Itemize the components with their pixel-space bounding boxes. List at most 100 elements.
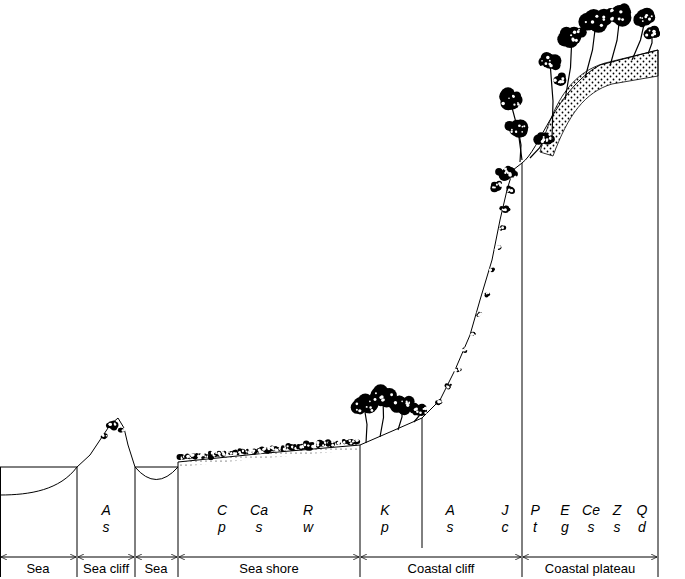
leaf-clump: [319, 441, 325, 447]
leaf-clump: [493, 182, 499, 188]
leaf-gap: [199, 455, 202, 458]
leaf-clump: [493, 182, 498, 187]
zone-divider: [178, 462, 179, 577]
foliage: [553, 73, 566, 86]
leaf-gap: [572, 38, 575, 41]
leaf-clump: [177, 454, 183, 460]
leaf-gap: [471, 333, 474, 336]
vegetation: [101, 3, 660, 460]
leaf-clump: [471, 332, 475, 336]
foliage: [506, 186, 515, 195]
foliage: [285, 443, 296, 451]
leaf-clump: [290, 445, 296, 451]
foliage: [257, 446, 265, 453]
leaf-gap: [595, 15, 598, 18]
leaf-gap: [122, 429, 124, 431]
leaf-clump: [185, 453, 189, 457]
leaf-clump: [221, 451, 226, 456]
leaf-clump: [251, 450, 254, 453]
leaf-gap: [653, 30, 656, 33]
zone-bar: [1, 557, 657, 558]
species-abbreviation: Q d: [637, 502, 648, 536]
foliage: [538, 52, 561, 70]
leaf-gap: [498, 182, 501, 185]
leaf-gap: [286, 445, 288, 447]
leaf-gap: [578, 29, 580, 31]
leaf-gap: [470, 333, 473, 336]
leaf-gap: [489, 269, 492, 272]
leaf-gap: [262, 448, 265, 451]
leaf-gap: [464, 347, 467, 350]
zone-label: Coastal plateau: [544, 561, 636, 576]
leaf-clump: [203, 454, 206, 457]
leaf-clump: [462, 348, 466, 352]
leaf-gap: [494, 186, 496, 188]
zone-span: [523, 557, 657, 558]
zone-dividers: [1, 50, 659, 577]
foliage: [495, 245, 502, 251]
leaf-gap: [652, 30, 655, 33]
leaf-gap: [543, 136, 545, 138]
leaf-clump: [650, 26, 659, 35]
leaf-clump: [557, 32, 571, 46]
leaf-gap: [331, 441, 334, 444]
leaf-clump: [410, 405, 417, 412]
leaf-gap: [512, 95, 515, 98]
leaf-gap: [394, 401, 397, 404]
leaf-gap: [355, 439, 358, 442]
leaf-gap: [522, 126, 524, 128]
leaf-gap: [610, 9, 613, 12]
shore-sand: [180, 445, 358, 467]
foliage: [345, 439, 354, 445]
leaf-clump: [382, 388, 391, 397]
rock-layer: [540, 50, 658, 156]
leaf-gap: [504, 208, 507, 211]
leaf-gap: [187, 455, 190, 458]
leaf-gap: [496, 184, 498, 186]
sea-cliff-outline: [77, 418, 135, 467]
leaf-gap: [390, 393, 393, 396]
leaf-gap: [603, 18, 606, 21]
leaf-gap: [219, 454, 221, 456]
leaf-gap: [577, 30, 580, 33]
foliage: [483, 291, 490, 297]
leaf-gap: [419, 411, 422, 414]
leaf-gap: [316, 441, 320, 445]
zone-divider: [0, 467, 1, 577]
foliage: [490, 181, 502, 192]
leaf-gap: [332, 444, 334, 446]
leaf-gap: [504, 172, 506, 174]
leaf-gap: [548, 133, 551, 136]
cliff-outline: [360, 163, 522, 445]
foliage: [606, 3, 631, 26]
leaf-gap: [504, 167, 507, 170]
leaf-gap: [401, 401, 403, 403]
leaf-gap: [561, 77, 564, 80]
foliage: [454, 367, 462, 372]
leaf-clump: [450, 384, 452, 386]
leaf-gap: [248, 449, 250, 451]
leaf-gap: [513, 104, 515, 106]
leaf-gap: [483, 294, 485, 296]
leaf-gap: [350, 442, 352, 444]
foliage: [499, 87, 522, 110]
leaf-clump: [508, 187, 514, 193]
leaf-gap: [648, 18, 651, 21]
leaf-gap: [642, 20, 644, 22]
leaf-clump: [507, 208, 511, 212]
leaf-gap: [353, 440, 355, 442]
leaf-gap: [190, 454, 193, 457]
leaf-gap: [271, 446, 274, 449]
leaf-gap: [549, 60, 551, 62]
leaf-gap: [618, 17, 621, 20]
leaf-gap: [259, 450, 263, 454]
leaf-gap: [307, 444, 309, 446]
foliage: [237, 448, 246, 454]
leaf-gap: [502, 227, 504, 229]
sea-surface: [135, 467, 178, 468]
leaf-gap: [546, 138, 549, 141]
foliage: [190, 453, 197, 459]
species-abbreviation: J c: [502, 502, 509, 536]
leaf-gap: [570, 34, 572, 36]
